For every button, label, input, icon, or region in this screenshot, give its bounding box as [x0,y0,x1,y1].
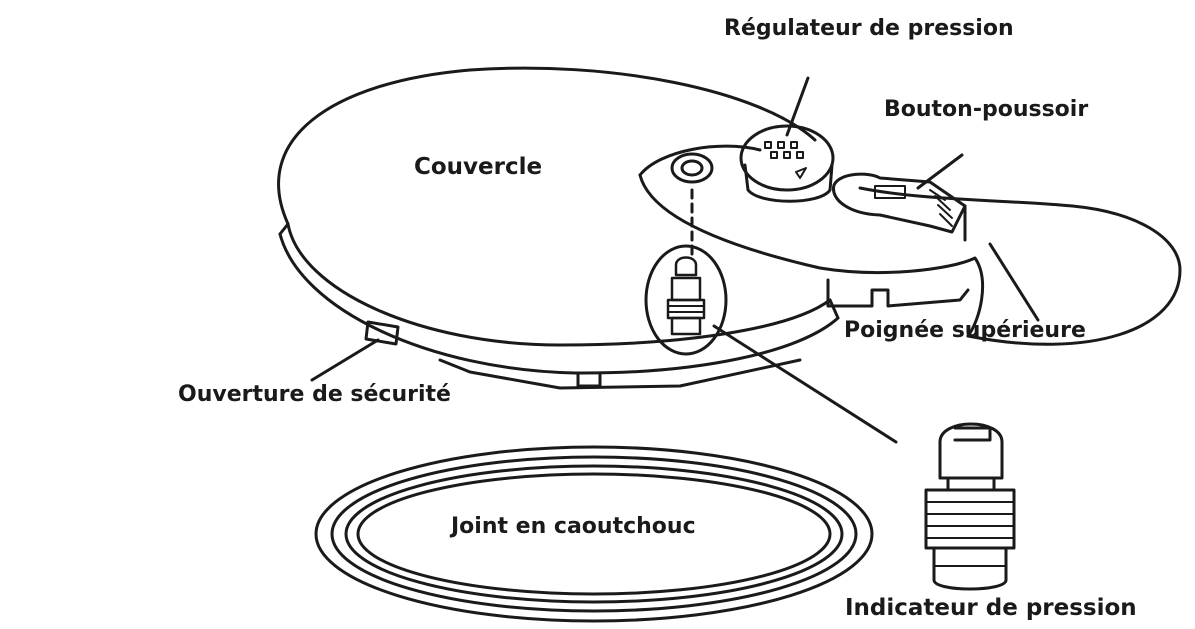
leader-ouverture [310,338,380,382]
leader-poignee [988,242,1040,322]
indicator-inset [644,244,728,356]
leader-bouton [916,153,964,190]
label-rubber-gasket: Joint en caoutchouc [451,514,696,539]
safety-opening [364,320,400,346]
label-lid: Couvercle [414,154,543,180]
leader-lines [310,76,1040,444]
rubber-gasket-shape [314,445,874,623]
pressure-regulator-shape [739,124,835,203]
label-upper-handle: Poignée supérieure [844,318,1086,343]
label-pressure-regulator: Régulateur de pression [724,16,1014,41]
lid-shape [277,66,840,390]
label-push-button: Bouton-poussoir [884,97,1089,122]
label-pressure-indicator: Indicateur de pression [845,595,1137,621]
push-button-shape [832,172,967,234]
leader-indicateur [712,324,898,444]
handle-shape [638,144,1182,346]
label-safety-opening: Ouverture de sécurité [178,382,451,407]
pressure-indicator-shape [924,422,1016,591]
leader-regulateur [785,76,810,137]
indicator-hole [670,152,714,184]
